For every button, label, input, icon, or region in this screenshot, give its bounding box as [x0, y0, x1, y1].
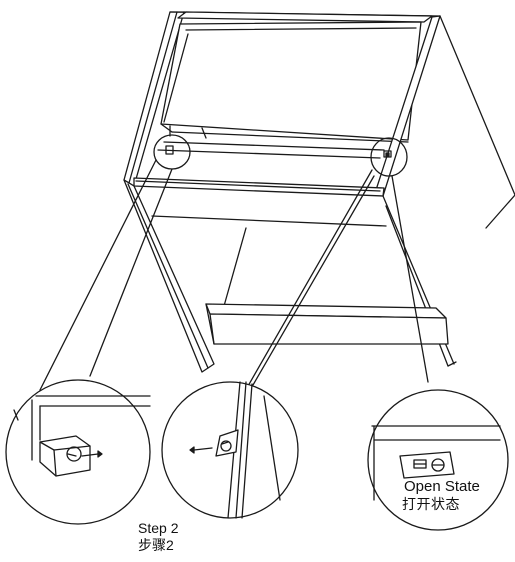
detail-circle-step2-left — [5, 379, 151, 525]
leader-lines — [39, 159, 429, 405]
arrow-right-icon — [81, 450, 103, 458]
cabinet-front-rail — [133, 141, 385, 197]
latch-bracket-open — [399, 451, 455, 479]
open-state-label-zh: 打开状态 — [402, 496, 460, 512]
cabinet-brackets — [165, 125, 392, 158]
latch-bracket — [39, 435, 91, 477]
arrow-left-icon — [189, 446, 213, 454]
detail-circle-step2-right — [161, 381, 299, 519]
cabinet-left-panel — [123, 11, 215, 373]
cabinet-frame — [123, 11, 515, 373]
callout-marker-left — [153, 134, 191, 170]
cabinet-bottom-shelf — [205, 303, 449, 345]
step-label-en: Step 2 — [138, 520, 179, 536]
open-state-label-en: Open State — [404, 478, 480, 495]
callout-marker-right — [370, 137, 408, 177]
step-label-zh: 步骤2 — [138, 537, 174, 553]
latch-bracket — [215, 429, 239, 457]
cabinet-top-frame — [169, 11, 441, 23]
detail-circle-open-state — [367, 389, 509, 531]
cabinet-back-panel — [160, 21, 422, 143]
cabinet-middle-shelf — [151, 215, 387, 307]
